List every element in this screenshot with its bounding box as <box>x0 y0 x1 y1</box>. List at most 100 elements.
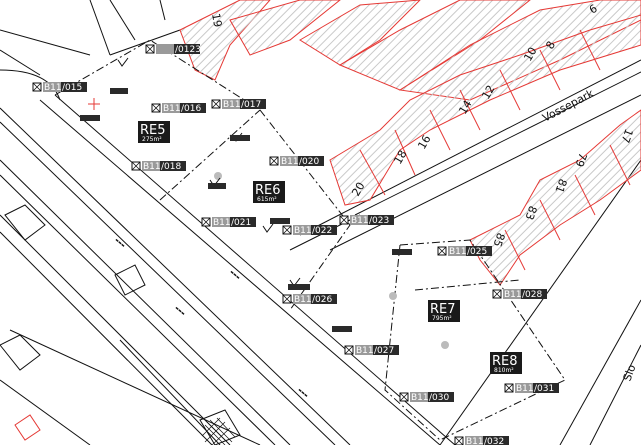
tag-id-block <box>174 44 200 54</box>
house-number: 83 <box>522 204 539 222</box>
tag-id: /025 <box>467 247 487 257</box>
house-number: 20 <box>349 180 367 199</box>
tag-prefix-block <box>448 246 466 256</box>
tag-id: /022 <box>312 226 332 236</box>
tag-id-block <box>160 161 186 171</box>
left-buildings <box>0 204 261 445</box>
tag-id: /027 <box>374 346 394 356</box>
tag-prefix-block <box>410 392 428 402</box>
tag-id-block <box>521 289 547 299</box>
box-cross-icon <box>344 345 354 355</box>
street-label-partial: Slo <box>621 363 639 383</box>
tag-id: /020 <box>299 157 319 167</box>
tag-prefix: B11 <box>516 384 534 394</box>
tag-id-block <box>533 383 559 393</box>
box-cross-icon <box>504 383 514 393</box>
box-cross-icon <box>454 436 464 445</box>
house-number: 19 <box>209 12 224 28</box>
parcel-tag[interactable]: B11/023 <box>339 215 394 226</box>
box-cross-icon <box>269 156 279 166</box>
tag-id-block <box>61 82 87 92</box>
tag-id: /015 <box>62 83 82 93</box>
tag-id: /016 <box>181 104 201 114</box>
tag-prefix-block <box>162 103 180 113</box>
tag-prefix: B11 <box>44 83 62 93</box>
tag-prefix: B11 <box>504 290 522 300</box>
house-row-top-dividers <box>359 29 601 196</box>
zone-re8[interactable]: RE8 810m² <box>490 352 522 374</box>
parcel-tag[interactable]: B11/032 <box>454 436 509 445</box>
tag-prefix: B11 <box>356 346 374 356</box>
zone-re7[interactable]: RE7 795m² <box>428 300 460 322</box>
tag-id: /032 <box>484 437 504 445</box>
box-cross-icon <box>201 217 211 227</box>
red-crosshair-icon <box>88 98 100 110</box>
box-cross-icon <box>282 294 292 304</box>
zone-re6[interactable]: RE6 615m² <box>253 181 285 203</box>
parcel-tag[interactable]: B11/016 <box>151 103 206 114</box>
tag-id: /021 <box>231 218 251 228</box>
tag-id: /031 <box>534 384 554 394</box>
box-cross-icon <box>131 161 141 171</box>
parcel-tag[interactable]: B11/031 <box>504 383 559 394</box>
street-label-vossepark: Vossepark <box>540 86 596 124</box>
parcel-tag[interactable]: /0123 <box>145 44 201 55</box>
tag-id-block <box>311 225 337 235</box>
tag-prefix-block <box>355 345 373 355</box>
tag-prefix-block <box>515 383 533 393</box>
tag-prefix: B11 <box>143 162 161 172</box>
tag-id-block <box>483 436 509 445</box>
parcel-tag[interactable]: B11/022 <box>282 225 337 236</box>
tag-id-block <box>368 215 394 225</box>
parcel-tag[interactable]: B11/028 <box>492 289 547 300</box>
house-number: 18 <box>391 148 409 167</box>
house-row-right <box>469 109 641 286</box>
parcel-tag[interactable]: B11/026 <box>282 294 337 305</box>
parcel-tag[interactable]: B11/027 <box>344 345 399 356</box>
tag-id: /026 <box>312 295 332 305</box>
box-cross-icon <box>211 99 221 109</box>
svg-text:▬▬▬: ▬▬▬ <box>114 237 126 248</box>
parcel-tag[interactable]: B11/020 <box>269 156 324 167</box>
tag-prefix-block <box>156 44 174 54</box>
box-cross-icon <box>32 82 42 92</box>
tag-prefix: B11 <box>223 100 241 110</box>
parcel-tag[interactable]: B11/017 <box>211 99 266 110</box>
tag-prefix-block <box>293 225 311 235</box>
tag-id-block <box>428 392 454 402</box>
tag-prefix-block <box>465 436 483 445</box>
tag-id: /017 <box>241 100 261 110</box>
parcel-tag[interactable]: B11/025 <box>437 246 492 257</box>
main-road-lines <box>0 94 456 445</box>
tag-prefix: B11 <box>163 104 181 114</box>
tag-prefix: B11 <box>281 157 299 167</box>
tag-prefix: B11 <box>411 393 429 403</box>
zone-code: RE7 <box>430 302 456 317</box>
parcel-tag[interactable]: B11/015 <box>32 82 87 93</box>
tag-id-block <box>298 156 324 166</box>
tag-prefix-block <box>43 82 61 92</box>
zone-re5[interactable]: RE5 275m² <box>138 121 170 143</box>
parcel-tag[interactable]: B11/030 <box>399 392 454 403</box>
zone-code: RE5 <box>140 123 166 138</box>
tag-prefix: B11 <box>449 247 467 257</box>
svg-text:▬▬▬: ▬▬▬ <box>174 305 186 316</box>
tag-id: /018 <box>161 162 181 172</box>
svg-text:▬▬▬: ▬▬▬ <box>229 269 241 280</box>
parcel-tag[interactable]: B11/018 <box>131 161 186 172</box>
tag-id: /0123 <box>175 45 201 55</box>
box-cross-icon <box>339 215 349 225</box>
house-row-top <box>179 0 641 206</box>
box-cross-icon <box>151 103 161 113</box>
house-number: 81 <box>552 177 569 195</box>
tag-id: /030 <box>429 393 449 403</box>
box-cross-icon <box>492 289 502 299</box>
zone-area: 795m² <box>432 315 452 322</box>
box-cross-icon <box>437 246 447 256</box>
tag-prefix-block <box>142 161 160 171</box>
house-numbers: 19 6 10 8 14 12 18 16 20 17 79 81 83 85 <box>209 2 635 249</box>
parcel-tag[interactable]: B11/021 <box>201 217 256 228</box>
